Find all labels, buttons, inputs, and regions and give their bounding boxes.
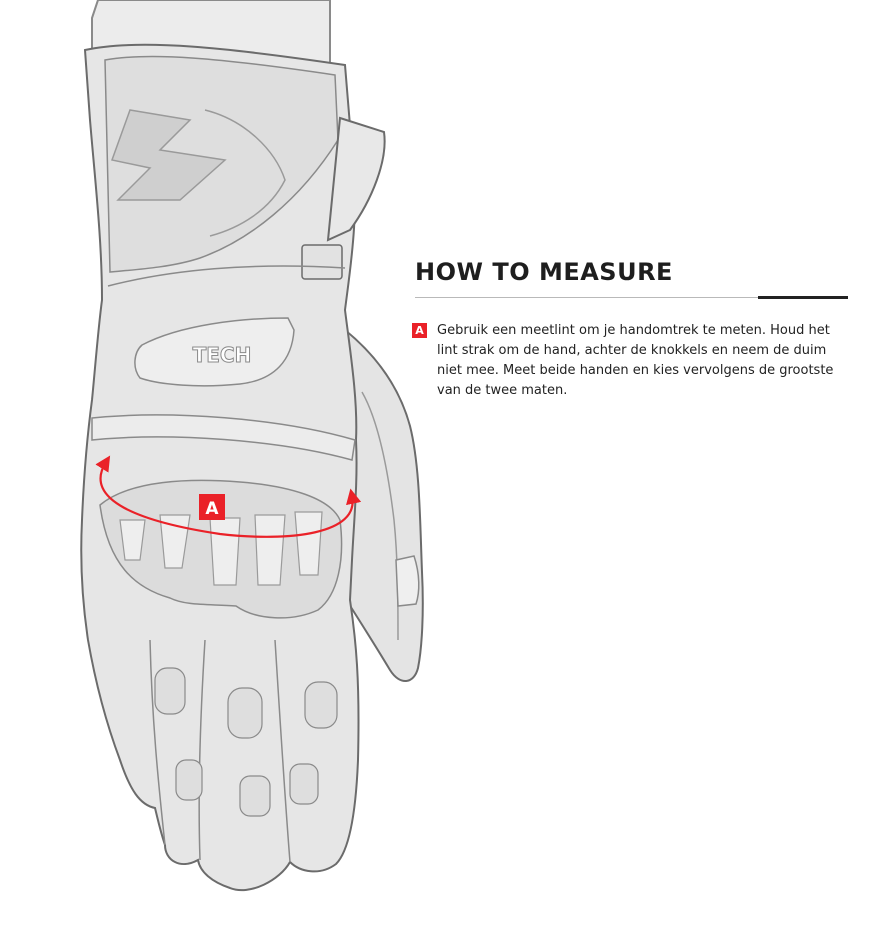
wrist-strap	[301, 244, 343, 280]
logo-text: TECH	[193, 343, 252, 367]
instruction-text: Gebruik een meetlint om je handomtrek te…	[437, 323, 834, 398]
title-underline	[415, 297, 848, 298]
measure-instruction: A Gebruik een meetlint om je handomtrek …	[412, 321, 852, 401]
wrist-seam	[107, 265, 346, 287]
cuff-chevron-outline	[204, 109, 286, 237]
title-underline-accent	[758, 296, 848, 299]
knuckle-slot-1	[119, 519, 146, 561]
finger-pad-6	[289, 763, 319, 805]
knuckle-slot-3	[209, 517, 241, 586]
knuckle-slot-5	[294, 511, 323, 576]
measure-line	[95, 455, 362, 538]
instruction-marker-badge: A	[412, 323, 427, 338]
measure-marker-label: A	[205, 499, 219, 519]
finger-line-3	[274, 639, 291, 863]
finger-line-2	[198, 639, 206, 861]
logo-badge	[134, 317, 295, 387]
finger-pad-5	[239, 775, 271, 817]
cuff-band	[104, 55, 339, 273]
finger-pad-4	[175, 759, 203, 801]
finger-pad-3	[304, 681, 338, 729]
cuff-chevron	[111, 109, 227, 201]
thumb-panel	[395, 555, 420, 607]
finger-pad-2	[227, 687, 263, 739]
finger-line-1	[149, 639, 166, 846]
measure-marker-badge	[199, 494, 225, 520]
finger-pad-1	[154, 667, 186, 715]
knuckle-slot-4	[254, 514, 286, 586]
wrist-tab	[326, 116, 386, 242]
page-title: HOW TO MEASURE	[415, 258, 673, 286]
